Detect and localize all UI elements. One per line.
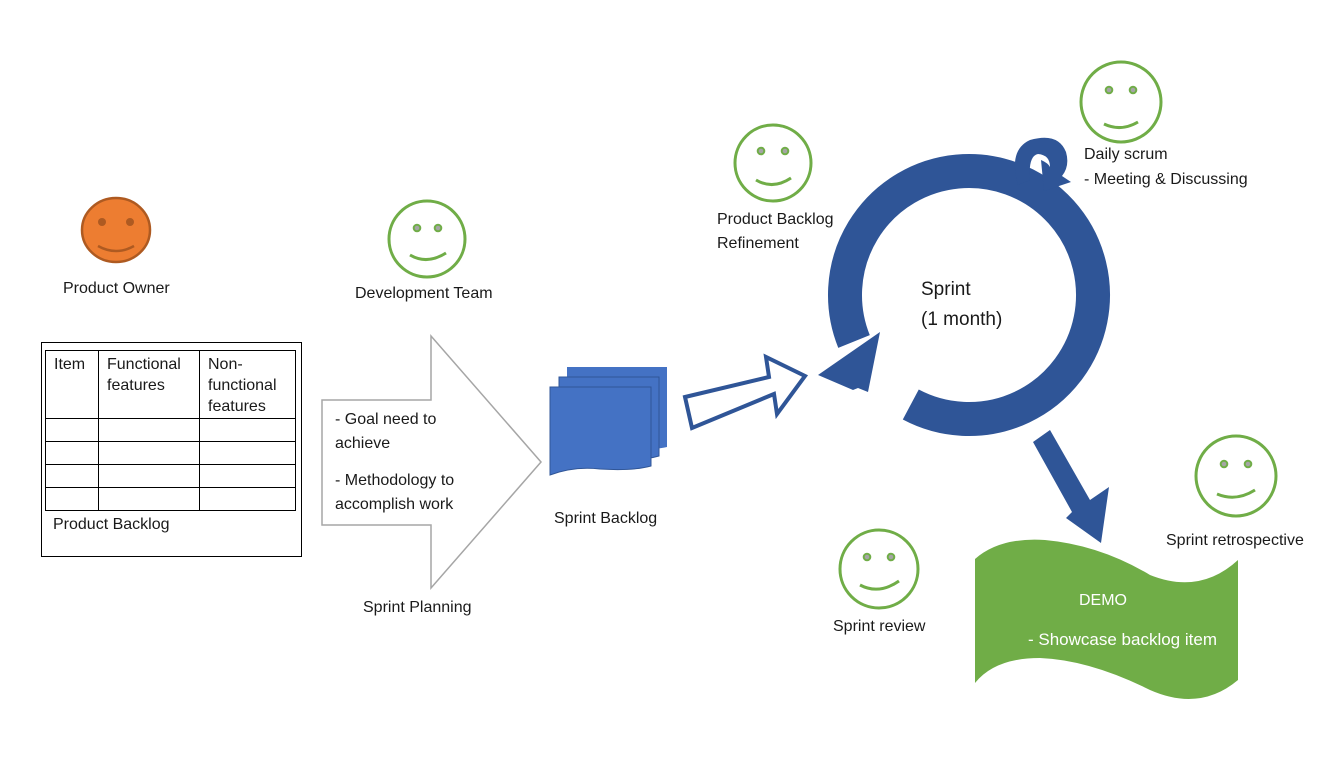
table-row: [45, 441, 296, 465]
product-backlog-table: Item Functional features Non-functional …: [45, 350, 296, 511]
sprint-planning-arrow: [321, 334, 542, 590]
planning-point-goal: - Goal need to achieve: [335, 411, 437, 452]
daily-scrum-label: Daily scrum: [1084, 146, 1168, 163]
demo-banner: [975, 539, 1238, 699]
product-backlog-frame: [41, 342, 302, 557]
table-row: [45, 487, 296, 511]
refinement-label-line2: Refinement: [717, 235, 799, 252]
table-row: [45, 418, 296, 442]
sprint-title: Sprint: [921, 279, 971, 300]
sprint-backlog-documents-icon: [549, 367, 667, 476]
sprint-planning-label: Sprint Planning: [363, 599, 472, 616]
header-non-functional: Non-functional features: [199, 350, 296, 419]
into-sprint-arrow: [682, 353, 809, 431]
development-team-label: Development Team: [355, 285, 493, 302]
sprint-cycle-arrow: [818, 137, 1110, 543]
sprint-retrospective-smiley-icon: [1194, 434, 1278, 518]
daily-scrum-detail: - Meeting & Discussing: [1084, 171, 1248, 188]
product-owner-label: Product Owner: [63, 280, 170, 297]
table-row: [45, 464, 296, 488]
product-owner-smiley-icon: [80, 196, 152, 264]
sprint-review-label: Sprint review: [833, 618, 926, 635]
sprint-retrospective-label: Sprint retrospective: [1166, 532, 1304, 549]
header-item: Item: [45, 350, 99, 419]
demo-detail: - Showcase backlog item: [1028, 630, 1217, 649]
product-backlog-caption: Product Backlog: [53, 516, 170, 533]
header-functional: Functional features: [98, 350, 200, 419]
sprint-review-smiley-icon: [838, 528, 920, 610]
refinement-smiley-icon: [733, 123, 813, 203]
planning-point-methodology: - Methodology to accomplish work: [335, 472, 455, 513]
refinement-label-line1: Product Backlog: [717, 211, 834, 228]
sprint-backlog-label: Sprint Backlog: [554, 510, 658, 527]
demo-title: DEMO: [1079, 592, 1127, 609]
sprint-duration: (1 month): [921, 309, 1003, 330]
table-header-row: Item Functional features Non-functional …: [45, 350, 296, 419]
development-team-smiley-icon: [387, 199, 467, 279]
daily-scrum-smiley-icon: [1079, 60, 1163, 144]
